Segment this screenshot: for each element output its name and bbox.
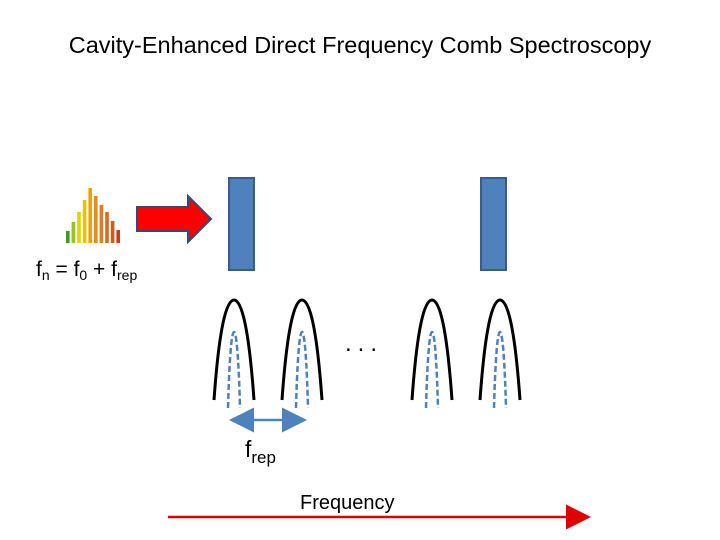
spectrum-bar	[71, 222, 76, 243]
spectrum-bar	[94, 196, 98, 243]
page-title: Cavity-Enhanced Direct Frequency Comb Sp…	[68, 32, 652, 58]
formula-zero-subscript: 0	[79, 267, 88, 283]
formula-equals-f: = f	[49, 258, 80, 281]
formula-f: f	[36, 258, 42, 281]
cavity-mirror-right	[480, 177, 507, 271]
cavity-mode-peak	[280, 298, 324, 401]
cavity-mode-peak	[410, 298, 454, 401]
spectrum-bar	[105, 212, 109, 243]
frep-rep-subscript: rep	[251, 448, 276, 467]
ellipsis: ...	[345, 330, 384, 357]
spectrum-bar	[110, 221, 115, 243]
comb-line-peak	[226, 330, 242, 409]
spectrum-bar	[82, 200, 87, 243]
cavity-modes	[212, 298, 522, 409]
spectrum-bar	[66, 231, 70, 243]
cavity-mode-peak	[478, 298, 522, 401]
formula-rep-subscript: rep	[117, 267, 138, 283]
spectrum-bar	[77, 212, 81, 243]
spectrum-bar	[116, 230, 120, 243]
comb-line-peak	[294, 330, 310, 409]
comb-line-peak	[424, 330, 440, 409]
cavity-mirror-left	[228, 177, 255, 271]
comb-line-peak	[492, 330, 508, 409]
frequency-axis-label: Frequency	[300, 492, 395, 514]
frep-label: frep	[245, 436, 276, 468]
formula-n-subscript: n	[41, 267, 50, 283]
frep-f: f	[245, 436, 252, 462]
cavity-mode-peak	[212, 298, 256, 401]
formula-plus-f: + f	[87, 258, 117, 281]
spectrum-bar	[99, 205, 104, 243]
laser-beam-arrow	[136, 193, 213, 245]
frequency-comb-spectrum-icon	[66, 188, 120, 243]
comb-equation: fn = f0 + frep	[36, 258, 137, 283]
spectrum-bar	[88, 188, 92, 243]
